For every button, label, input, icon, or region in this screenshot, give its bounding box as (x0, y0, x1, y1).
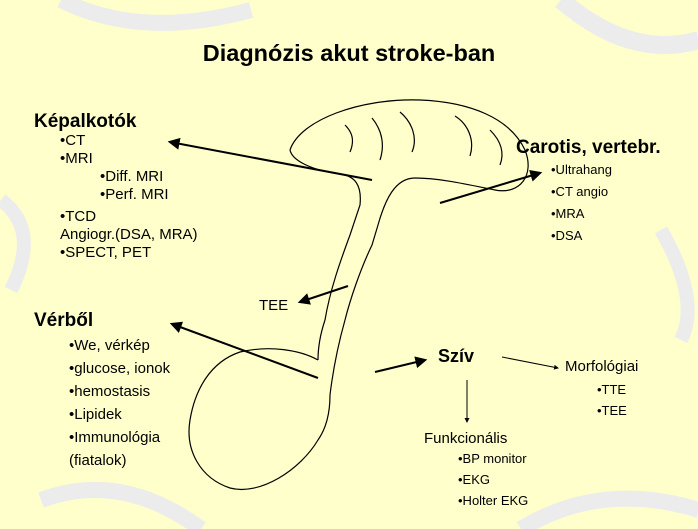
verbol-item: •We, vérkép (69, 337, 150, 354)
carotis-item: •Ultrahang (551, 163, 612, 178)
kepalkotok-item: •CT (60, 132, 85, 149)
verbol-heading: Vérből (34, 310, 93, 332)
morfologiai-item: •TEE (597, 404, 627, 419)
carotis-item: •DSA (551, 229, 582, 244)
funkcionalis-label: Funkcionális (424, 430, 507, 447)
arrow-to-morfologiai (502, 357, 558, 368)
morfologiai-item: •TTE (597, 383, 626, 398)
page-title: Diagnózis akut stroke-ban (0, 40, 698, 67)
verbol-item: •Lipidek (69, 406, 122, 423)
arrow-to-carotis (440, 173, 540, 203)
funkcionalis-item: •Holter EKG (458, 494, 528, 509)
carotis-item: •CT angio (551, 185, 608, 200)
kepalkotok-item: •SPECT, PET (60, 244, 151, 261)
kepalkotok-heading: Képalkotók (34, 111, 136, 133)
vessel-outline (189, 320, 345, 489)
funkcionalis-item: •BP monitor (458, 452, 527, 467)
verbol-item: (fiatalok) (69, 452, 127, 469)
kepalkotok-item: •TCD (60, 208, 96, 225)
kepalkotok-item: •Perf. MRI (100, 186, 169, 203)
arrow-to-tee (300, 286, 348, 302)
verbol-item: •glucose, ionok (69, 360, 170, 377)
brain-outline (290, 100, 528, 320)
carotis-heading: Carotis, vertebr. (516, 137, 661, 159)
kepalkotok-item: •MRI (60, 150, 93, 167)
arrow-to-kepalkotok (170, 142, 372, 180)
funkcionalis-item: •EKG (458, 473, 490, 488)
carotis-item: •MRA (551, 207, 584, 222)
arrow-to-sziv (375, 360, 425, 372)
arrows (170, 142, 558, 422)
verbol-item: •hemostasis (69, 383, 150, 400)
arrow-to-verbol (172, 324, 318, 378)
morfologiai-label: Morfológiai (565, 358, 638, 375)
tee-label: TEE (259, 297, 288, 314)
kepalkotok-item: Angiogr.(DSA, MRA) (60, 226, 198, 243)
kepalkotok-item: •Diff. MRI (100, 168, 163, 185)
verbol-item: •Immunológia (69, 429, 160, 446)
sziv-label: Szív (438, 346, 474, 367)
